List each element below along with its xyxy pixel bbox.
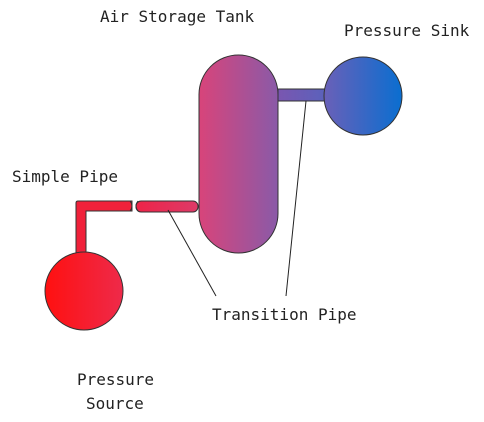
leader-line-transition-left [167,209,217,297]
pressure-source [44,251,124,331]
pipe-joint [129,200,139,212]
label-pressure-sink: Pressure Sink [344,21,470,40]
transition-pipe-left [135,200,199,213]
label-pressure-source-line2: Source [86,394,144,413]
transition-pipe-right [277,88,327,102]
pressure-sink [323,56,403,136]
simple-pipe [75,200,133,255]
label-pressure-source-line1: Pressure [77,370,154,389]
label-simple-pipe: Simple Pipe [12,167,118,186]
label-air-storage-tank: Air Storage Tank [100,7,254,26]
leader-line-transition-right [285,100,307,297]
label-transition-pipe: Transition Pipe [212,305,357,324]
air-storage-tank [198,54,279,254]
